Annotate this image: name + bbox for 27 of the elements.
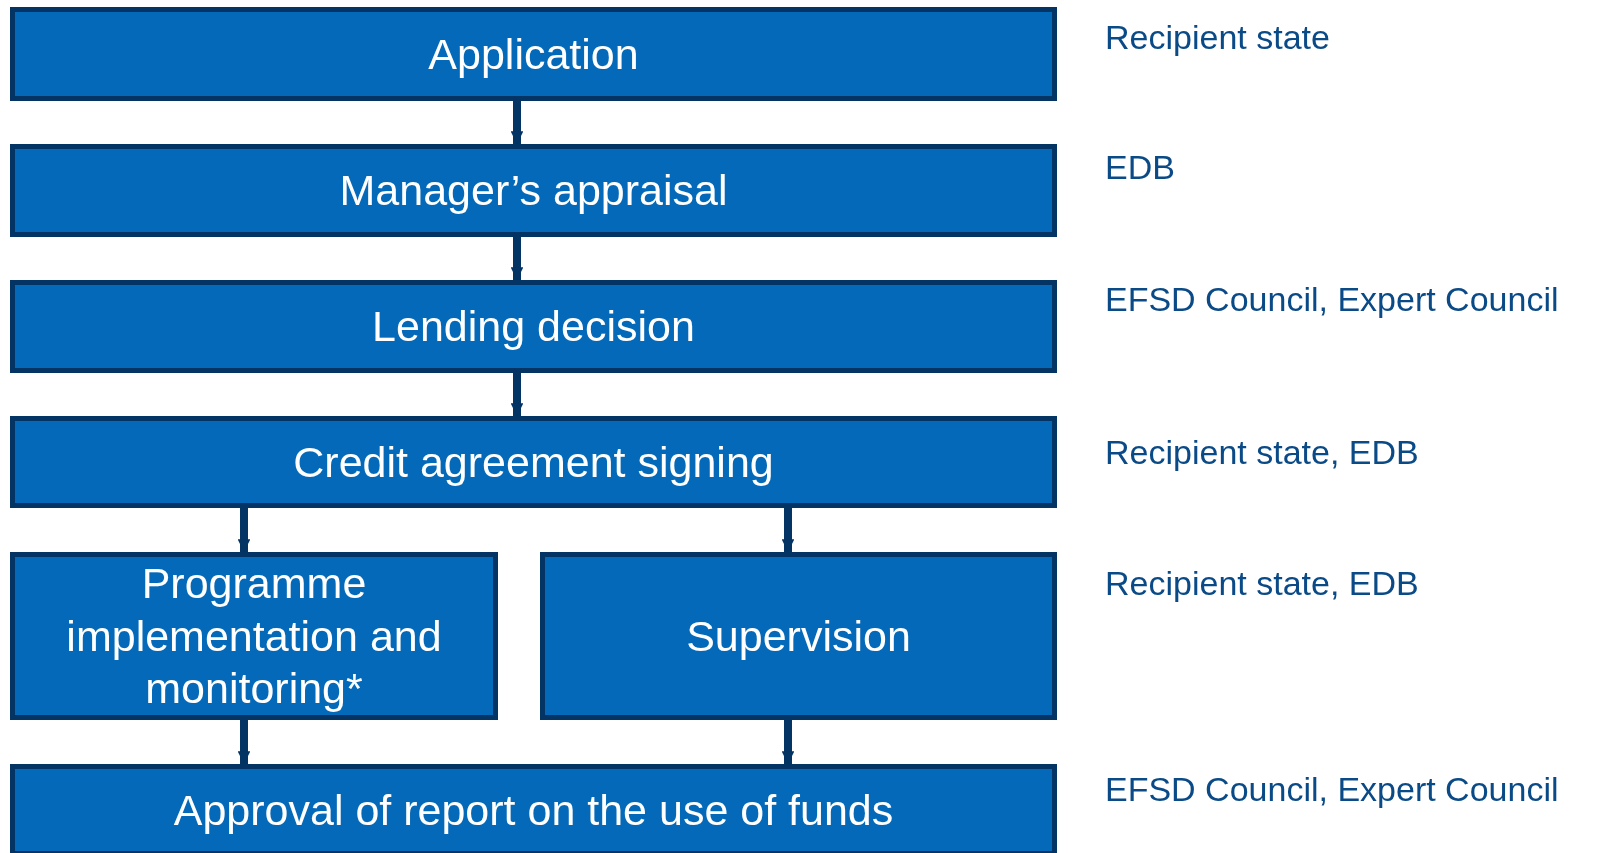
step-label: Programme implementation and monitoring* (65, 558, 443, 715)
responsible-party-label: EFSD Council, Expert Council (1105, 280, 1559, 319)
step-label: Credit agreement signing (293, 436, 774, 488)
arrow (781, 508, 795, 552)
process-box (10, 764, 1057, 853)
responsible-party-label: Recipient state, EDB (1105, 433, 1419, 472)
process-box (10, 552, 498, 720)
arrow (510, 101, 524, 144)
step-label: Supervision (686, 610, 911, 662)
process-box (10, 144, 1057, 237)
process-box (10, 416, 1057, 508)
responsible-party-label: EFSD Council, Expert Council (1105, 770, 1559, 809)
responsible-party-label: Recipient state (1105, 18, 1330, 57)
responsible-party-label: EDB (1105, 148, 1175, 187)
arrow (237, 720, 251, 764)
arrow (510, 373, 524, 416)
responsible-party-label: Recipient state, EDB (1105, 564, 1419, 603)
arrow (510, 237, 524, 280)
step-label: Application (428, 28, 639, 80)
process-box (540, 552, 1057, 720)
step-label: Lending decision (372, 301, 695, 353)
step-label: Manager’s appraisal (339, 165, 728, 217)
arrow (781, 720, 795, 764)
arrow (237, 508, 251, 552)
step-label: Approval of report on the use of funds (173, 784, 894, 836)
process-box (10, 280, 1057, 373)
process-box (10, 7, 1057, 101)
